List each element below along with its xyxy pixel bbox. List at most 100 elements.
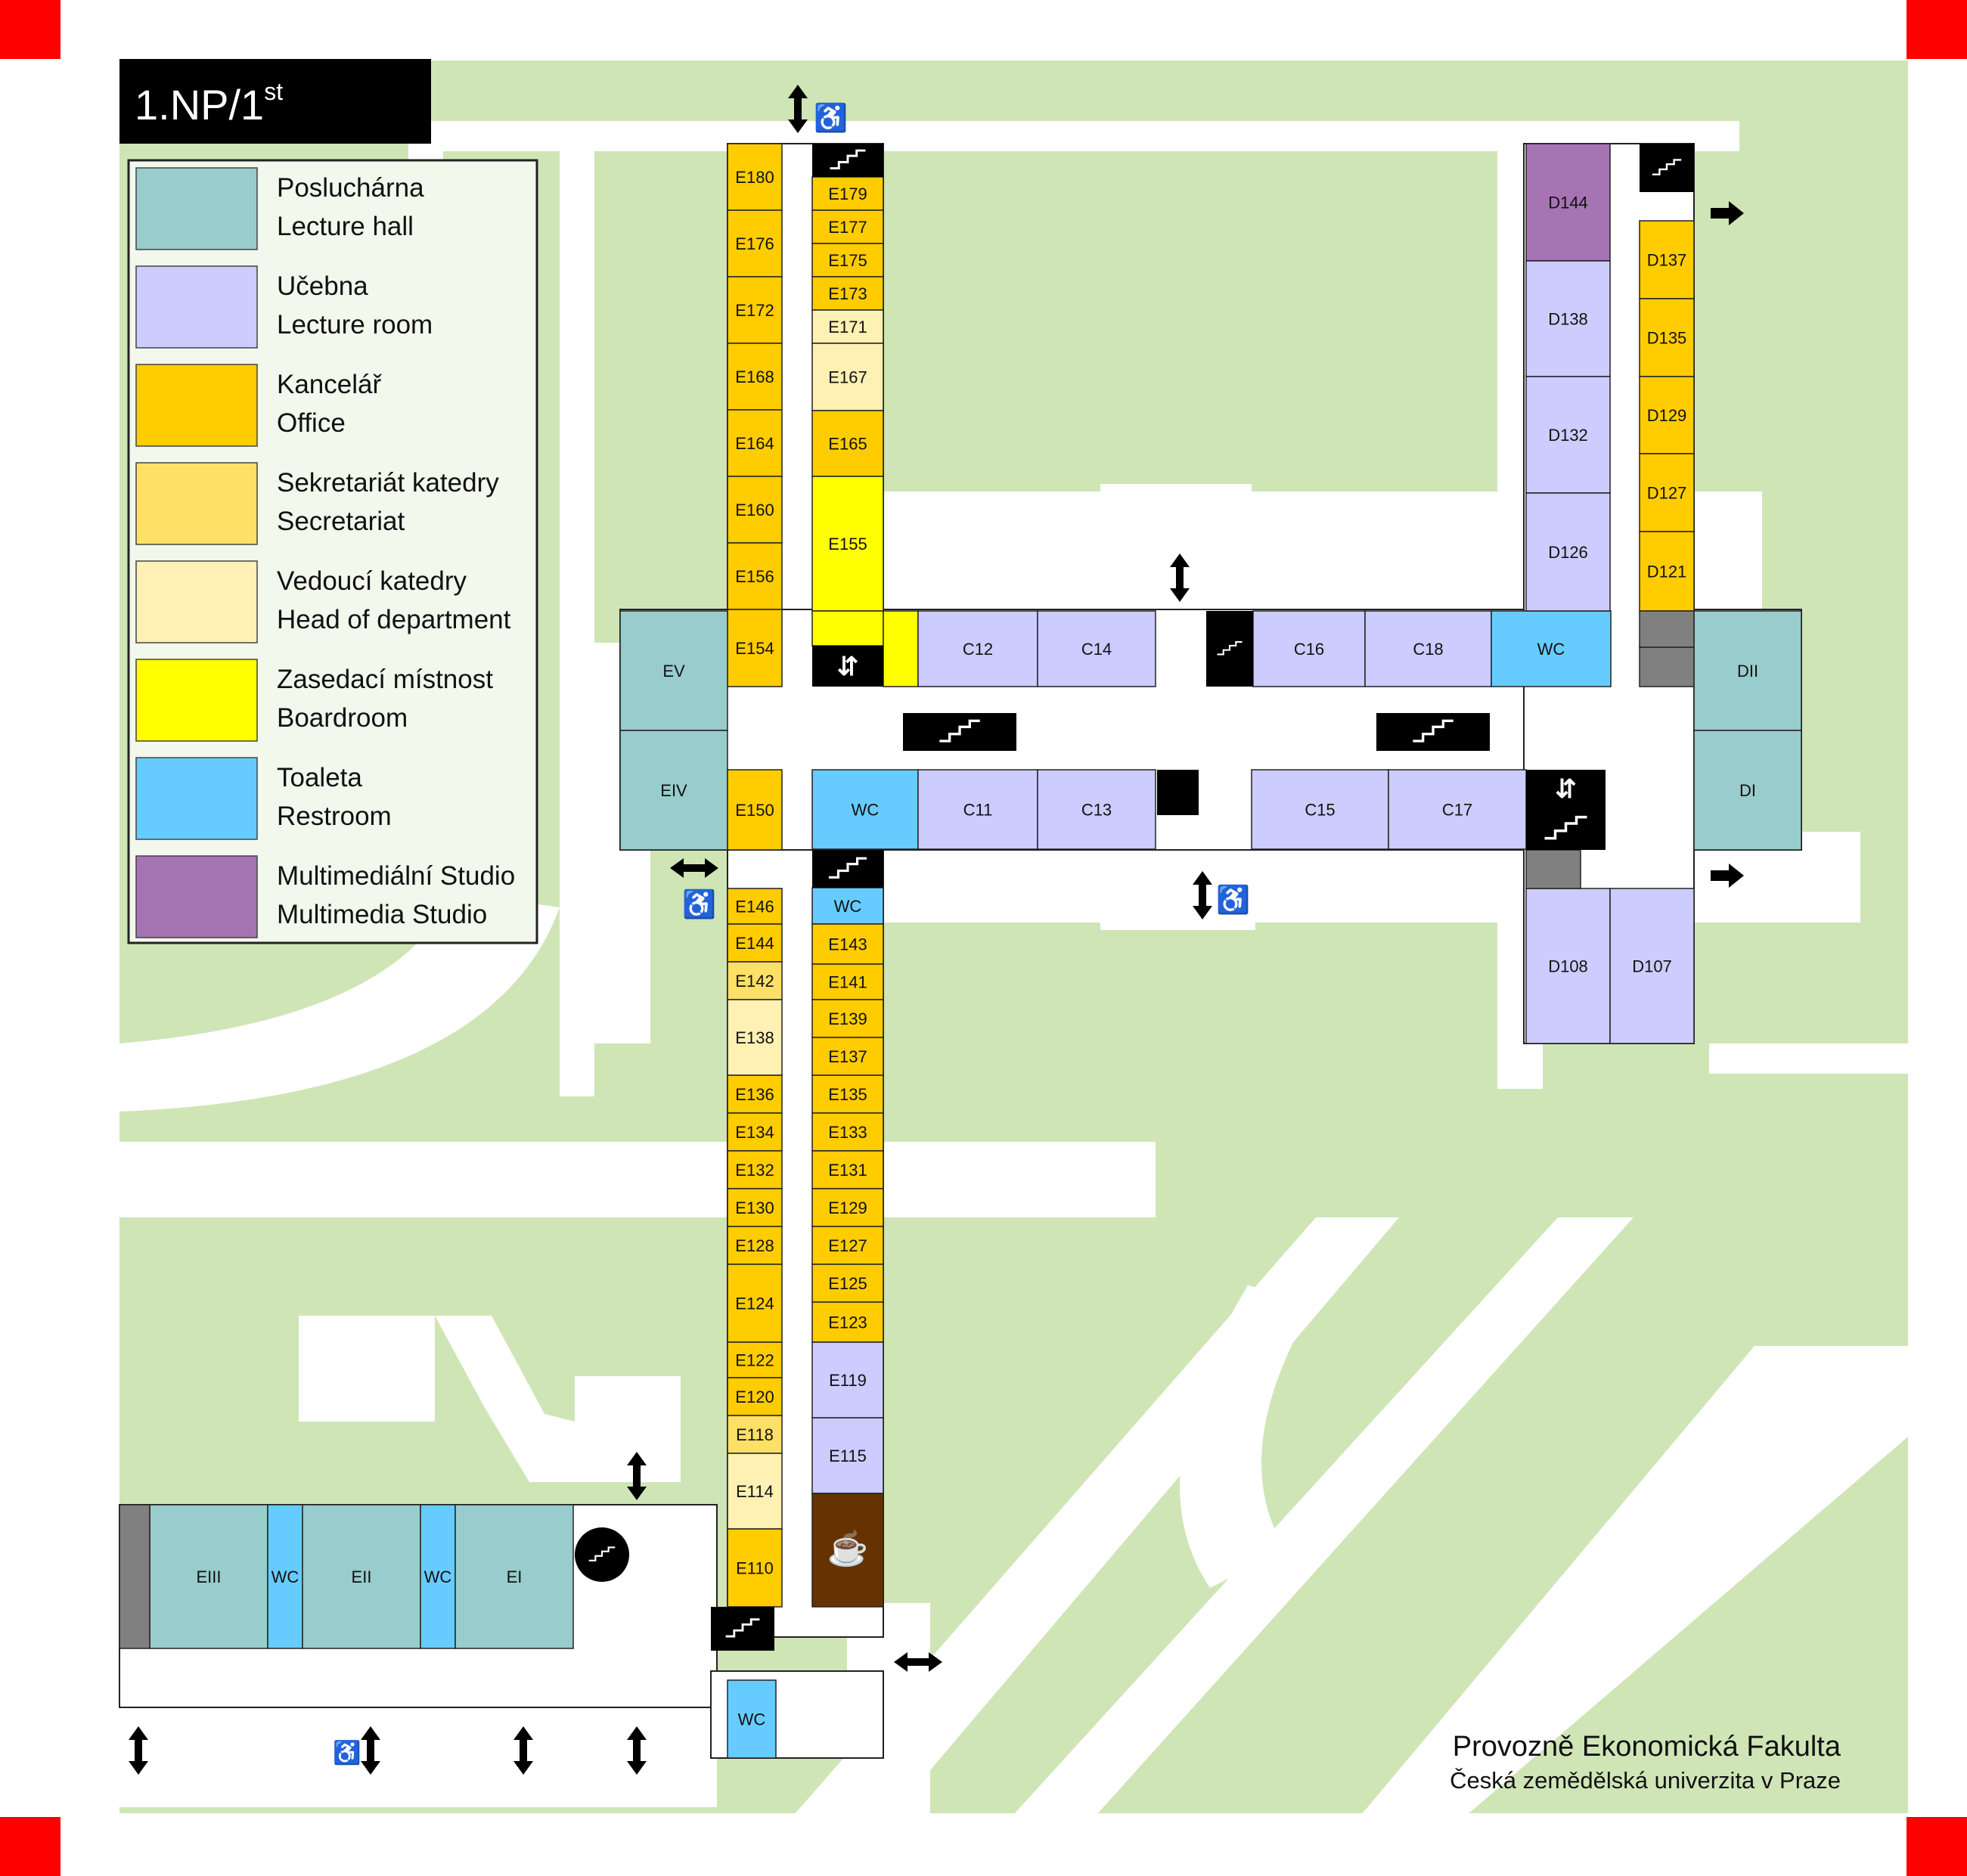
room-e144[interactable]: E144 — [727, 923, 783, 963]
room-e139[interactable]: E139 — [811, 999, 884, 1038]
room-e130[interactable]: E130 — [727, 1188, 783, 1227]
room-e142[interactable]: E142 — [727, 961, 783, 1000]
room-e160[interactable]: E160 — [727, 476, 783, 544]
room-c14[interactable]: C14 — [1037, 610, 1156, 687]
room-e180[interactable]: E180 — [727, 143, 783, 211]
room-e138[interactable]: E138 — [727, 999, 783, 1076]
room-c16[interactable]: C16 — [1252, 610, 1366, 687]
room-e168[interactable]: E168 — [727, 343, 783, 411]
room-wc[interactable]: WC — [267, 1504, 303, 1649]
room-e134[interactable]: E134 — [727, 1112, 783, 1152]
room-d144[interactable]: D144 — [1525, 143, 1611, 262]
room-box — [1639, 376, 1695, 454]
room-e124[interactable]: E124 — [727, 1264, 783, 1343]
room-c15[interactable]: C15 — [1251, 769, 1389, 850]
room-c17[interactable]: C17 — [1388, 769, 1527, 850]
room-box — [727, 1528, 783, 1608]
room-label: E132 — [735, 1161, 774, 1180]
room-label: EIII — [196, 1567, 221, 1586]
room-e137[interactable]: E137 — [811, 1037, 884, 1076]
room-e177[interactable]: E177 — [811, 209, 884, 244]
room-e123[interactable]: E123 — [811, 1301, 884, 1343]
room-label: E176 — [735, 234, 774, 253]
room-e141[interactable]: E141 — [811, 963, 884, 1000]
room-box — [1491, 610, 1612, 687]
room-e150[interactable]: E150 — [727, 769, 783, 851]
room-e110[interactable]: E110 — [727, 1528, 783, 1608]
exit-arrow-icon — [1711, 864, 1744, 888]
room-label: WC — [852, 801, 880, 820]
room-label: E119 — [829, 1371, 867, 1390]
room-e146[interactable]: E146 — [727, 888, 783, 925]
room-e136[interactable]: E136 — [727, 1074, 783, 1114]
svg-text:⇵: ⇵ — [837, 653, 859, 681]
room-d132[interactable]: D132 — [1525, 376, 1611, 494]
room-d135[interactable]: D135 — [1639, 298, 1695, 377]
room-ev[interactable]: EV — [619, 610, 728, 731]
room-e128[interactable]: E128 — [727, 1226, 783, 1265]
room-e171[interactable]: E171 — [811, 309, 884, 344]
room-di[interactable]: DI — [1693, 730, 1802, 851]
room-e132[interactable]: E132 — [727, 1150, 783, 1189]
room-d127[interactable]: D127 — [1639, 453, 1695, 532]
room-box — [1037, 769, 1156, 850]
room-e120[interactable]: E120 — [727, 1377, 783, 1416]
room-wc[interactable]: WC — [727, 1679, 777, 1759]
room-box — [727, 609, 783, 687]
room-e133[interactable]: E133 — [811, 1112, 884, 1152]
spiral-stairs-icon — [575, 1527, 629, 1582]
wheelchair-icon: ♿ — [814, 102, 848, 133]
room-d126[interactable]: D126 — [1525, 492, 1611, 612]
room-eiii[interactable]: EIII — [149, 1504, 268, 1649]
room-e131[interactable]: E131 — [811, 1150, 884, 1189]
room-d121[interactable]: D121 — [1639, 531, 1695, 612]
room-c13[interactable]: C13 — [1037, 769, 1156, 850]
room-wc[interactable]: WC — [420, 1504, 456, 1649]
room-e154[interactable]: E154 — [727, 609, 783, 687]
room-e114[interactable]: E114 — [727, 1453, 783, 1530]
room-e176[interactable]: E176 — [727, 209, 783, 278]
room-e119[interactable]: E119 — [811, 1341, 884, 1419]
room-eii[interactable]: EII — [302, 1504, 421, 1649]
room-c11[interactable]: C11 — [917, 769, 1038, 850]
room-dii[interactable]: DII — [1693, 610, 1802, 731]
room-d137[interactable]: D137 — [1639, 220, 1695, 299]
room-e135[interactable]: E135 — [811, 1074, 884, 1114]
room-e156[interactable]: E156 — [727, 542, 783, 610]
room-e179[interactable]: E179 — [811, 176, 884, 211]
room-e175[interactable]: E175 — [811, 243, 884, 278]
room-e127[interactable]: E127 — [811, 1226, 884, 1265]
room-d138[interactable]: D138 — [1525, 260, 1611, 377]
room-e155[interactable]: E155 — [811, 476, 884, 612]
wheelchair-icon: ♿ — [682, 888, 716, 919]
room-wc[interactable]: WC — [1491, 610, 1612, 687]
room-label: E128 — [735, 1236, 774, 1255]
room-wc[interactable]: WC — [811, 769, 919, 850]
room-label: D129 — [1647, 406, 1687, 425]
room-e118[interactable]: E118 — [727, 1415, 783, 1454]
room-e115[interactable]: E115 — [811, 1417, 884, 1494]
room-e165[interactable]: E165 — [811, 410, 884, 477]
room-eiv[interactable]: EIV — [619, 730, 728, 851]
room-e164[interactable]: E164 — [727, 409, 783, 477]
room-e125[interactable]: E125 — [811, 1264, 884, 1303]
room-e172[interactable]: E172 — [727, 276, 783, 344]
room-ei[interactable]: EI — [455, 1504, 574, 1649]
entrance-arrow-icon — [670, 858, 718, 878]
room-e129[interactable]: E129 — [811, 1188, 884, 1227]
room-e173[interactable]: E173 — [811, 276, 884, 311]
room-d108[interactable]: D108 — [1525, 888, 1611, 1044]
room-c18[interactable]: C18 — [1364, 610, 1492, 687]
room-box — [811, 1074, 884, 1114]
room-c12[interactable]: C12 — [917, 610, 1038, 687]
corner-marker-bottom-right — [1907, 1817, 1967, 1876]
room-d107[interactable]: D107 — [1609, 888, 1695, 1044]
room-d129[interactable]: D129 — [1639, 376, 1695, 454]
cafe[interactable]: ☕ — [811, 1493, 884, 1608]
room-e122[interactable]: E122 — [727, 1341, 783, 1378]
room-e167[interactable]: E167 — [811, 343, 884, 411]
room-wc[interactable]: WC — [811, 887, 884, 925]
room-box — [1639, 220, 1695, 299]
room-e143[interactable]: E143 — [811, 923, 884, 965]
